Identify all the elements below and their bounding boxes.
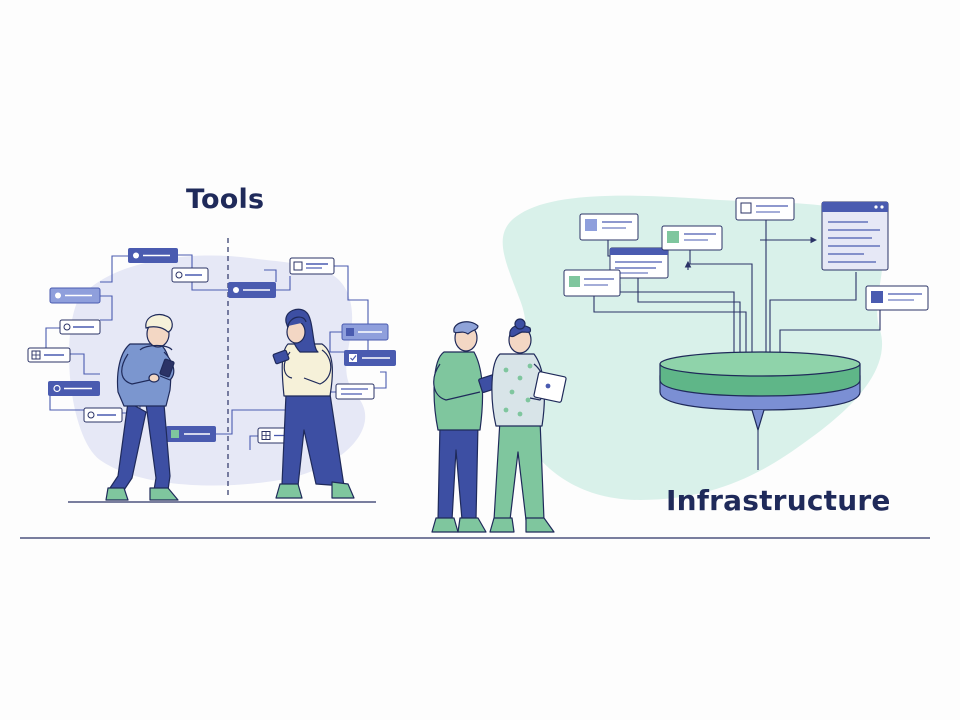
ui-card-icon bbox=[27, 347, 71, 363]
browser-window-icon bbox=[661, 225, 723, 251]
person-man-hoodie bbox=[105, 313, 179, 501]
person-man-tablet bbox=[431, 321, 502, 533]
tools-ui-cards bbox=[27, 248, 396, 444]
ui-card-icon bbox=[166, 426, 216, 442]
browser-window-icon bbox=[865, 285, 929, 311]
database-platform-icon bbox=[659, 351, 861, 433]
infra-ui-windows bbox=[563, 197, 929, 311]
ui-card-icon bbox=[59, 319, 101, 335]
ui-card-icon bbox=[128, 248, 178, 263]
ui-card-icon bbox=[341, 323, 389, 341]
ui-card-icon bbox=[335, 383, 375, 400]
browser-window-icon bbox=[735, 197, 795, 221]
person-woman-tablet bbox=[489, 318, 567, 533]
person-woman-phone bbox=[272, 308, 355, 499]
ui-card-icon bbox=[48, 381, 100, 396]
ui-card-icon bbox=[83, 407, 123, 423]
ui-card-icon bbox=[344, 350, 396, 366]
ui-card-icon bbox=[228, 282, 276, 298]
browser-window-icon bbox=[821, 201, 889, 271]
ui-card-icon bbox=[171, 267, 209, 283]
infrastructure-heading: Infrastructure bbox=[666, 484, 891, 517]
ui-card-icon bbox=[49, 287, 101, 304]
browser-window-icon bbox=[579, 213, 639, 241]
tools-heading: Tools bbox=[186, 184, 265, 215]
browser-window-icon bbox=[609, 247, 669, 279]
ui-card-icon bbox=[289, 257, 335, 275]
browser-window-icon bbox=[563, 269, 621, 297]
